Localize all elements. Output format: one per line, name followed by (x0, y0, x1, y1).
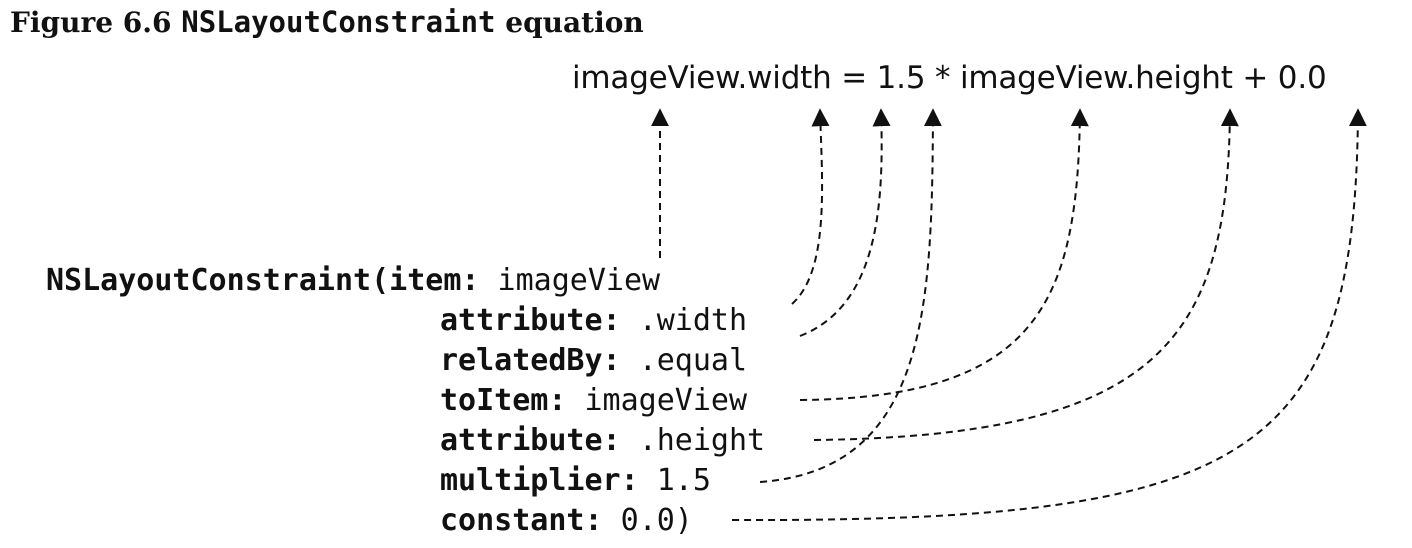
code-line-constant: constant: 0.0) (440, 501, 693, 541)
arrow-constant-to-constant (731, 108, 1367, 522)
code-line-attribute: attribute: .width (440, 301, 747, 341)
code-key: relatedBy: (440, 343, 621, 378)
code-line-multiplier: multiplier: 1.5 (440, 461, 711, 501)
code-line-relatedby: relatedBy: .equal (440, 341, 747, 381)
code-value: imageView (584, 383, 748, 418)
code-key: constant: (440, 503, 603, 538)
code-line-item: NSLayoutConstraint(item: imageView (46, 261, 660, 301)
code-value: 0.0) (620, 503, 693, 538)
arrow-attribute-to-height (813, 108, 1239, 441)
code-key: attribute: (440, 303, 621, 338)
code-key: multiplier: (440, 463, 639, 498)
code-value: .width (638, 303, 748, 338)
code-value: .equal (638, 343, 748, 378)
figure-label: Figure 6.6 (10, 6, 172, 39)
code-value: 1.5 (656, 463, 711, 498)
arrow-toitem-to-rhs-item (799, 108, 1089, 401)
code-line-toitem: toItem: imageView (440, 381, 747, 421)
figure-title-suffix: equation (505, 6, 644, 39)
figure-caption: Figure 6.6 NSLayoutConstraint equation (10, 0, 644, 45)
code-key: attribute: (440, 423, 621, 458)
arrow-attribute-to-width (791, 108, 830, 305)
arrow-multiplier-to-multiplier (759, 108, 942, 483)
code-opener: NSLayoutConstraint(item: (46, 263, 480, 298)
code-value: .height (638, 423, 766, 458)
code-line-attribute-2: attribute: .height (440, 421, 765, 461)
arrow-relatedby-to-equals (799, 108, 891, 337)
constraint-equation: imageView.width = 1.5 * imageView.height… (572, 60, 1327, 96)
code-item-value: imageView (497, 263, 661, 298)
figure-title-code: NSLayoutConstraint (181, 5, 496, 39)
code-key: toItem: (440, 383, 567, 418)
